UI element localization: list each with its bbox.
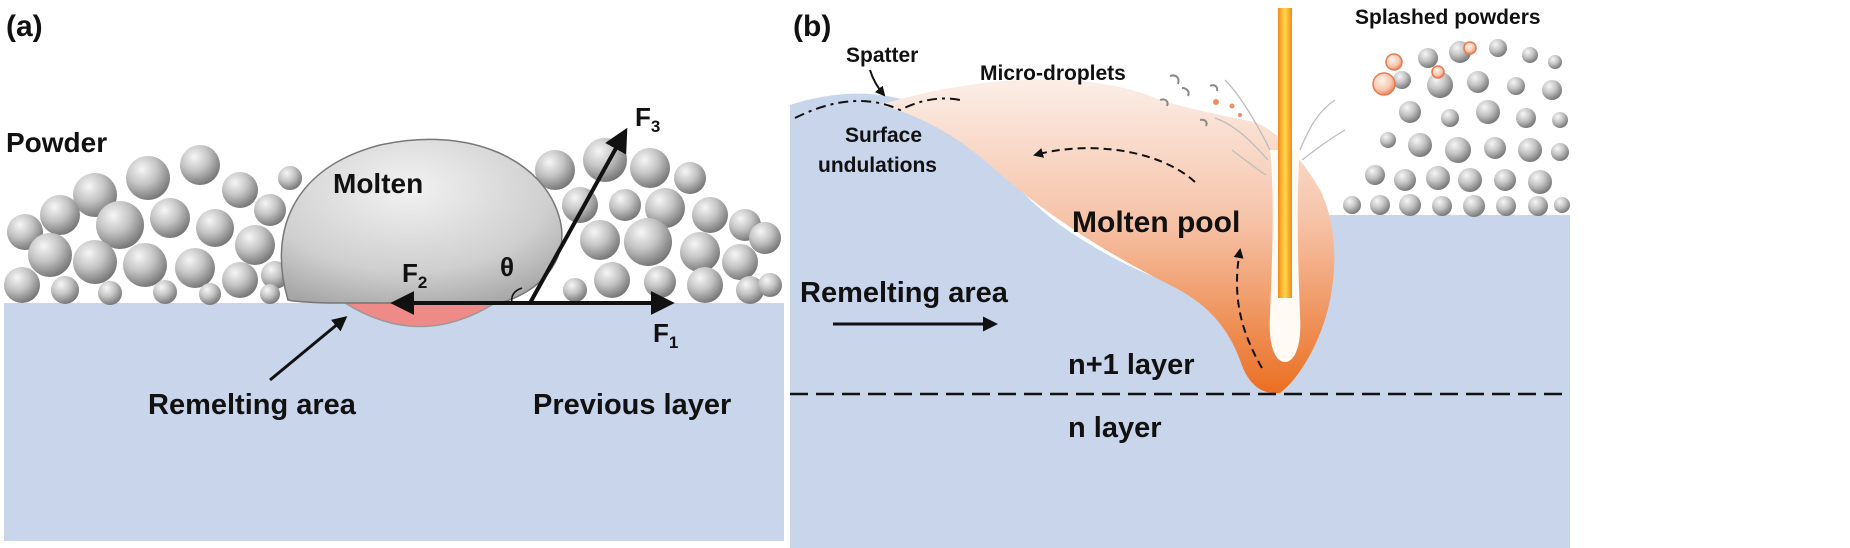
molten-pool-shape — [880, 79, 1335, 394]
substrate-left — [790, 93, 1240, 548]
theta-label: θ — [500, 252, 514, 282]
panel-a: (a) — [4, 10, 784, 541]
remelting-area-label-b: Remelting area — [800, 277, 1009, 309]
spatter-pointer — [869, 69, 886, 97]
powder-particles-left — [4, 145, 302, 305]
micro-droplets — [1159, 74, 1219, 127]
panel-b: (b) — [790, 6, 1570, 548]
micro-droplets-label: Micro-droplets — [980, 62, 1126, 85]
remelting-area-shape — [342, 302, 498, 328]
previous-layer-label: Previous layer — [533, 389, 731, 421]
surface-undulations-label-line2: undulations — [818, 154, 937, 177]
f1-label: F1 — [653, 318, 678, 352]
panel-a-tag: (a) — [6, 10, 43, 43]
molten-pool-label: Molten pool — [1072, 206, 1240, 239]
surface-undulations-label-line1: Surface — [845, 124, 922, 147]
splashed-powders-label: Splashed powders — [1355, 6, 1541, 29]
molten-droplet — [280, 138, 563, 304]
rising-flow-arrow — [1233, 248, 1263, 369]
powder-label: Powder — [6, 127, 107, 158]
n-layer-label: n layer — [1068, 412, 1162, 444]
f3-label: F3 — [635, 102, 660, 136]
spatter-label: Spatter — [846, 44, 918, 67]
splashed-powder-particles — [1343, 39, 1570, 217]
hot-droplets — [1213, 99, 1242, 117]
surface-undulation-line — [794, 97, 961, 119]
laser-beam — [1278, 8, 1292, 298]
powder-particles-right — [516, 138, 782, 304]
f2-label: F2 — [402, 258, 427, 292]
surface-flow-arrow — [1033, 147, 1196, 183]
f3-arrow — [528, 127, 628, 304]
n-plus-1-layer-label: n+1 layer — [1068, 349, 1195, 381]
remelting-area-label-a: Remelting area — [148, 389, 357, 421]
remelting-pointer-arrow — [269, 316, 348, 382]
spray-streaks — [1214, 79, 1346, 176]
molten-label: Molten — [333, 168, 423, 199]
panel-b-tag: (b) — [793, 10, 831, 43]
previous-layer-substrate — [4, 303, 784, 541]
